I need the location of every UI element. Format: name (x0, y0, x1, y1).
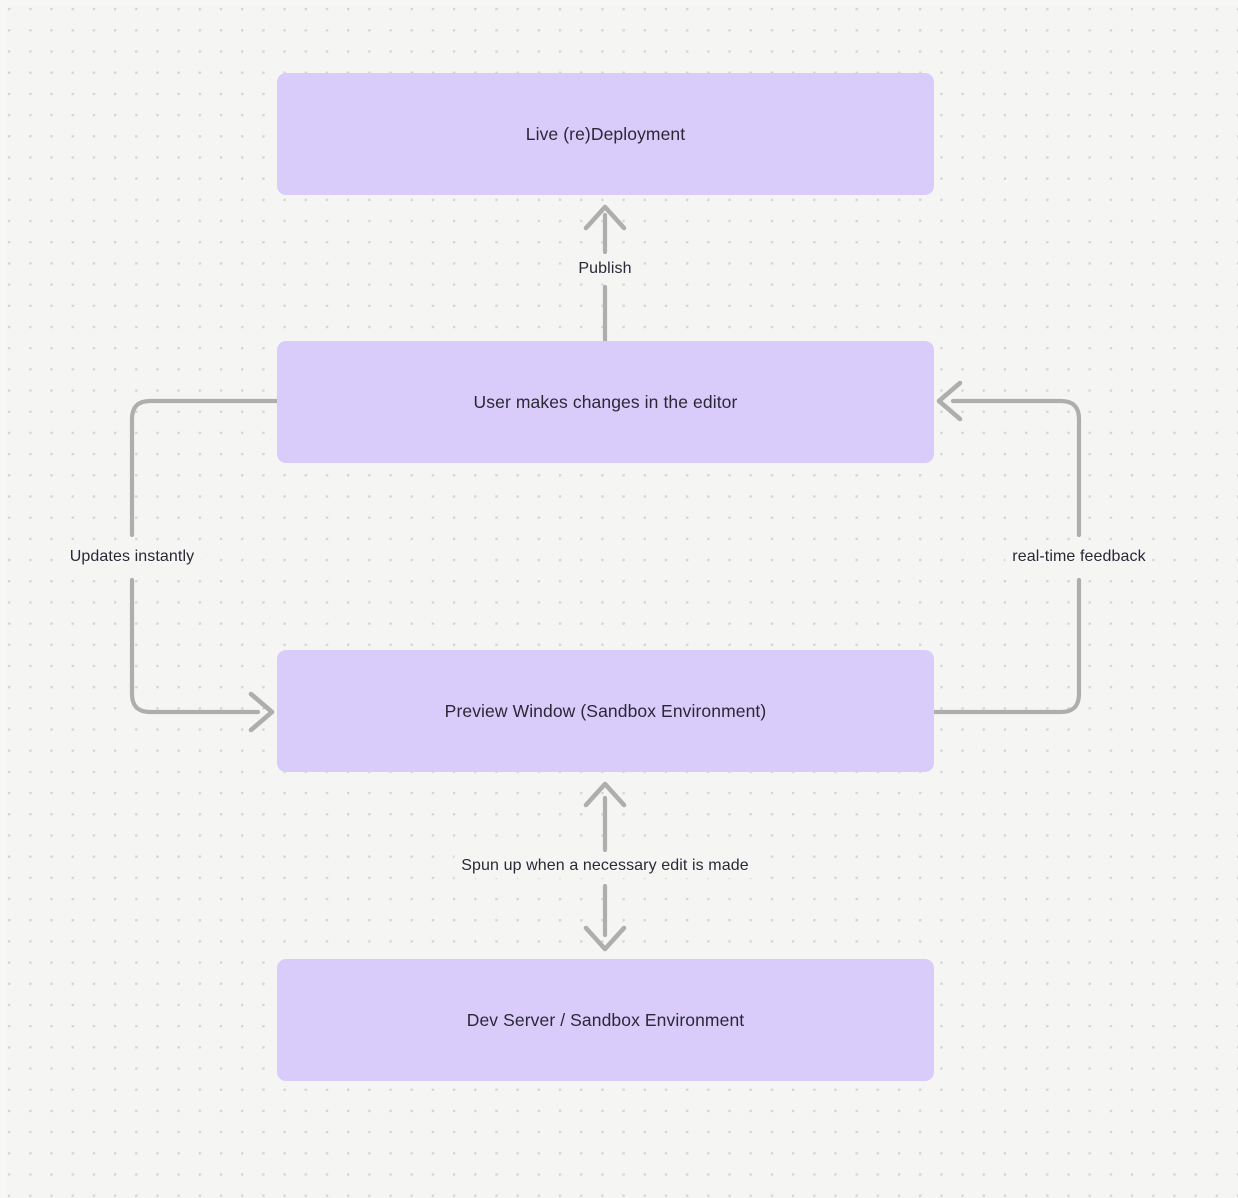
edge-publish-arrowhead-up-icon (583, 204, 627, 231)
edge-updates-instantly-arrowhead-right-icon (248, 691, 275, 733)
edge-updates-instantly-line-lower (129, 577, 261, 715)
edge-label-publish[interactable]: Publish (571, 257, 639, 281)
edge-label-spun-up[interactable]: Spun up when a necessary edit is made (454, 854, 756, 878)
node-preview-window[interactable]: Preview Window (Sandbox Environment) (277, 650, 934, 772)
node-live-deployment[interactable]: Live (re)Deployment (277, 73, 934, 195)
edge-spun-up-arrowhead-up-icon (583, 781, 627, 808)
node-dev-server[interactable]: Dev Server / Sandbox Environment (277, 959, 934, 1081)
edge-real-time-feedback-line-lower (931, 577, 1082, 715)
node-preview-window-label: Preview Window (Sandbox Environment) (444, 700, 767, 721)
edge-real-time-feedback-line-upper (950, 398, 1082, 538)
edge-spun-up (583, 781, 627, 952)
canvas-left-edge-strip (0, 0, 7, 1198)
node-user-edits-label: User makes changes in the editor (473, 391, 738, 412)
edge-publish (583, 204, 627, 344)
node-live-deployment-label: Live (re)Deployment (525, 123, 686, 144)
canvas-top-edge-strip (0, 0, 1238, 6)
edge-label-updates-instantly[interactable]: Updates instantly (62, 545, 202, 569)
edge-spun-up-arrowhead-down-icon (583, 925, 627, 952)
edge-updates-instantly (129, 398, 280, 733)
node-user-edits[interactable]: User makes changes in the editor (277, 341, 934, 463)
node-dev-server-label: Dev Server / Sandbox Environment (466, 1009, 745, 1030)
edge-updates-instantly-line-upper (129, 398, 280, 538)
edge-real-time-feedback (931, 380, 1082, 715)
edge-label-real-time-feedback[interactable]: real-time feedback (1005, 545, 1153, 569)
edge-real-time-feedback-arrowhead-left-icon (936, 380, 963, 422)
